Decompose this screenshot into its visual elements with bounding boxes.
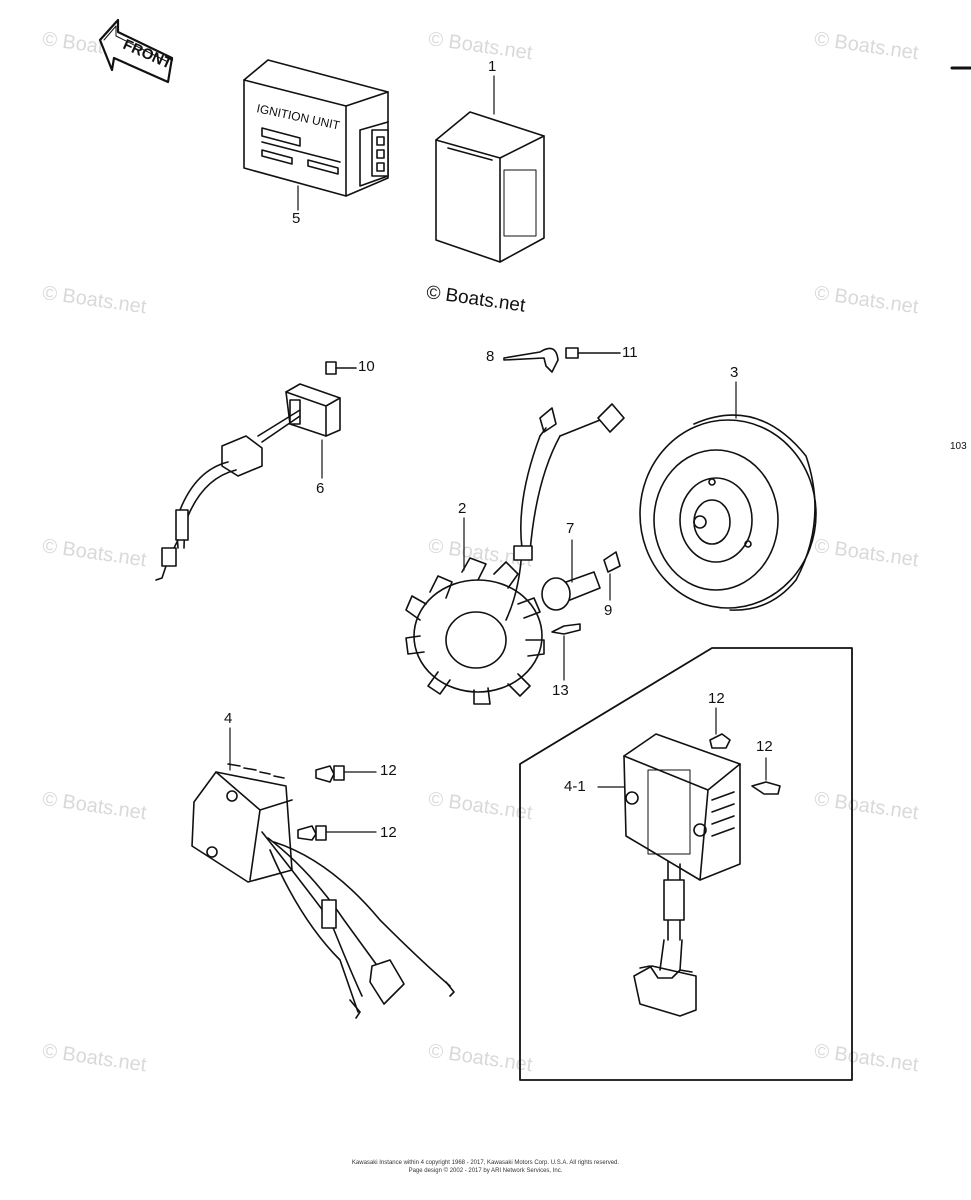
callout-12d: 12 <box>756 738 773 755</box>
callout-4-1: 4-1 <box>564 778 586 795</box>
callout-9: 9 <box>604 602 613 619</box>
callout-11: 11 <box>622 344 638 361</box>
side-mark: 103 <box>950 441 967 452</box>
ignition-unit: IGNITION UNIT <box>243 59 389 197</box>
box-cover <box>435 111 545 263</box>
callout-3: 3 <box>730 364 739 381</box>
callout-8: 8 <box>486 348 495 365</box>
inset-frame <box>519 647 853 1081</box>
callout-10: 10 <box>358 358 375 375</box>
callout-12b: 12 <box>380 824 397 841</box>
footer-line-1: Kawasaki Instance within 4 copyright 196… <box>351 1160 620 1166</box>
regulator-small <box>155 383 341 581</box>
callout-5: 5 <box>292 210 301 227</box>
callout-2: 2 <box>458 500 467 517</box>
clamp-8 <box>503 347 559 373</box>
bolt-12a <box>315 765 377 783</box>
callout-7: 7 <box>566 520 575 537</box>
callout-12a: 12 <box>380 762 397 779</box>
regulator-4-1 <box>623 733 741 1017</box>
callout-4: 4 <box>224 710 233 727</box>
screw-13 <box>551 623 581 681</box>
bolt-10 <box>325 361 357 375</box>
bolt-12b <box>297 825 377 841</box>
rotor <box>639 414 817 611</box>
callout-12c: 12 <box>708 690 725 707</box>
bolt-7 <box>541 539 601 611</box>
woodruff-key-9 <box>603 551 621 601</box>
front-arrow-icon: FRONT <box>98 18 174 84</box>
callout-1: 1 <box>488 58 497 75</box>
screw-11 <box>565 347 621 359</box>
footer-line-2: Page design © 2002 - 2017 by ARI Network… <box>408 1168 563 1174</box>
callout-6: 6 <box>316 480 325 497</box>
bolt-12c <box>709 707 731 749</box>
stator <box>405 403 625 705</box>
regulator-4 <box>191 763 455 1019</box>
bolt-12d <box>751 757 781 795</box>
callout-13: 13 <box>552 682 569 699</box>
